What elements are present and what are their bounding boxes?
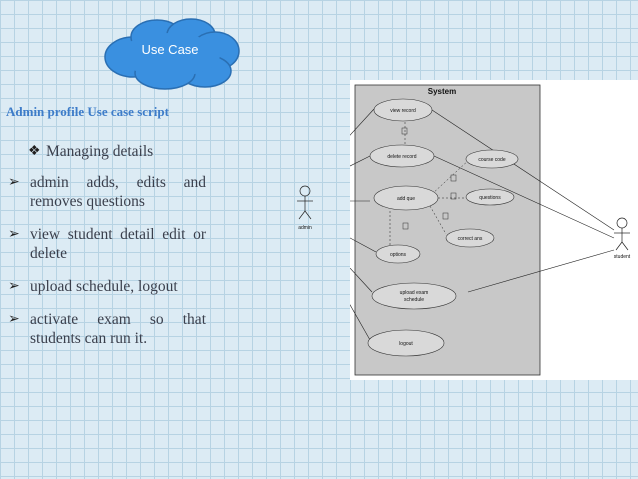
use-case-label: correct ans [458,236,483,242]
arrow-bullet-icon: ➢ [8,312,20,327]
bullet-item: ➢ admin adds, edits and removes question… [6,173,206,211]
system-boundary [354,84,541,376]
include-markers [401,127,457,230]
use-case-delete-record: delete record [369,144,435,168]
use-case-label: logout [399,341,413,347]
bullet-item: ➢ upload schedule, logout [6,277,206,296]
use-case-label: course code [478,157,505,163]
use-case-diagram: System view record delete record [350,80,638,380]
use-case-options: options [375,244,421,264]
use-case-upload-exam-schedule: upload exam schedule [371,282,457,310]
bullet-item: ➢ view student detail edit or delete [6,225,206,263]
student-actor [614,217,630,251]
use-case-questions: questions [465,188,515,206]
use-case-view-record: view record [373,98,433,122]
student-actor-label: student [614,254,631,260]
admin-associations [350,108,377,341]
use-case-course-code: course code [465,149,519,169]
bullet-list: ❖ Managing details ➢ admin adds, edits a… [6,142,206,362]
cloud-shape [104,18,240,90]
bullet-text: upload schedule, logout [30,278,178,295]
arrow-bullet-icon: ➢ [8,279,20,294]
use-case-label: add que [397,196,415,202]
bullet-item: ❖ Managing details [6,142,206,161]
system-title: System [428,87,456,96]
student-associations [431,109,615,293]
bullet-text: Managing details [46,143,154,160]
arrow-bullet-icon: ➢ [8,227,20,242]
use-case-logout: logout [367,329,445,357]
use-case-correct-ans: correct ans [445,228,495,248]
bullet-item: ➢ activate exam so that students can run… [6,310,206,348]
bullet-text: activate exam so that students can run i… [30,311,206,347]
use-case-label: options [390,252,407,258]
cloud-body [104,18,240,90]
cloud-label: Use Case [141,42,199,57]
arrow-bullet-icon: ➢ [8,175,20,190]
use-case-add-que: add que [373,185,439,211]
use-case-label-line-1: upload exam [400,290,429,296]
admin-actor: admin [297,185,313,231]
use-case-label: view record [390,108,416,114]
diamond-bullet-icon: ❖ [28,144,41,159]
use-case-label: questions [479,195,501,201]
use-case-label-line-2: schedule [404,297,424,303]
bullet-text: admin adds, edits and removes questions [30,174,206,210]
admin-actor-label: admin [298,225,312,231]
bullet-text: view student detail edit or delete [30,226,206,262]
use-case-label: delete record [387,154,416,160]
script-title: Admin profile Use case script [6,104,169,119]
